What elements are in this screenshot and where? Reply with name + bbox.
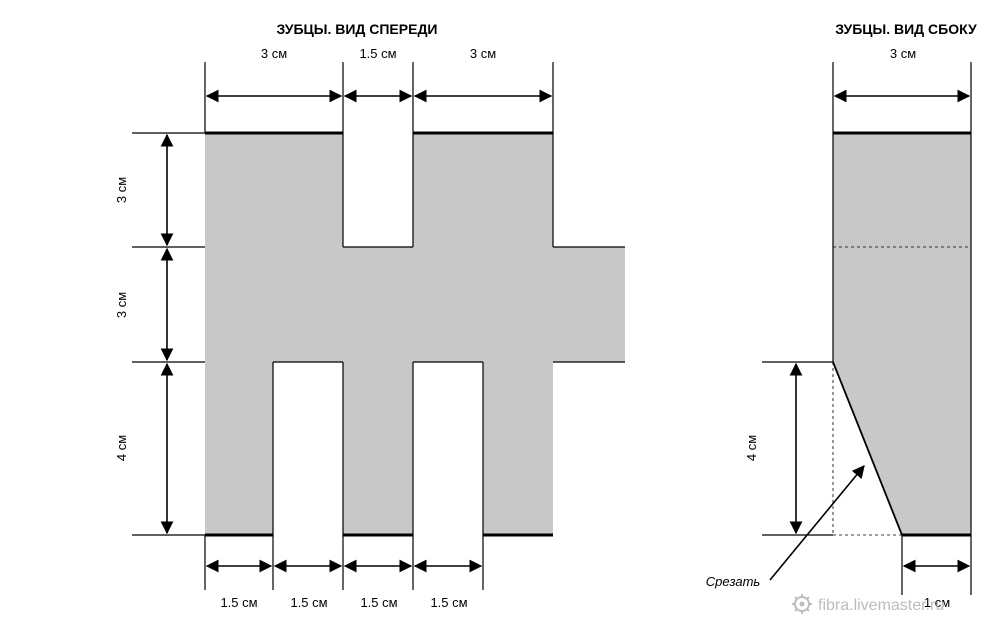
front-top-dim-3: 3 см bbox=[470, 46, 496, 61]
side-dimension-arrows bbox=[789, 89, 971, 573]
side-bottom-dim: 1 см bbox=[924, 595, 950, 610]
side-top-dim: 3 см bbox=[890, 46, 916, 61]
front-left-dim-2: 3 см bbox=[114, 292, 129, 318]
front-top-dim-1: 3 см bbox=[261, 46, 287, 61]
watermark-gear-icon bbox=[792, 594, 812, 614]
side-extension-lines bbox=[762, 62, 972, 595]
front-bottom-dim-4: 1.5 см bbox=[430, 595, 467, 610]
front-view: ЗУБЦЫ. ВИД СПЕРЕДИ bbox=[114, 21, 625, 610]
watermark-text: fibra.livemaster.ru bbox=[818, 597, 944, 614]
side-view: ЗУБЦЫ. ВИД СБОКУ bbox=[706, 21, 977, 610]
cut-label: Срезать bbox=[706, 574, 761, 589]
front-view-title: ЗУБЦЫ. ВИД СПЕРЕДИ bbox=[277, 21, 438, 37]
front-left-dim-1: 3 см bbox=[114, 177, 129, 203]
front-left-dim-3: 4 см bbox=[114, 435, 129, 461]
side-outline bbox=[832, 131, 971, 537]
side-dashed-lines bbox=[832, 246, 971, 536]
front-shape bbox=[205, 133, 625, 535]
front-bottom-dim-2: 1.5 см bbox=[290, 595, 327, 610]
side-shape bbox=[833, 133, 971, 535]
cut-pointer-arrow bbox=[769, 465, 865, 581]
side-view-title: ЗУБЦЫ. ВИД СБОКУ bbox=[835, 21, 977, 37]
front-outline bbox=[205, 131, 625, 537]
front-bottom-dim-3: 1.5 см bbox=[360, 595, 397, 610]
side-left-dim: 4 см bbox=[744, 435, 759, 461]
front-dimension-arrows bbox=[160, 89, 553, 573]
front-bottom-dim-1: 1.5 см bbox=[220, 595, 257, 610]
front-top-dim-2: 1.5 см bbox=[359, 46, 396, 61]
watermark: fibra.livemaster.ru bbox=[792, 594, 944, 614]
front-extension-lines bbox=[132, 62, 554, 590]
